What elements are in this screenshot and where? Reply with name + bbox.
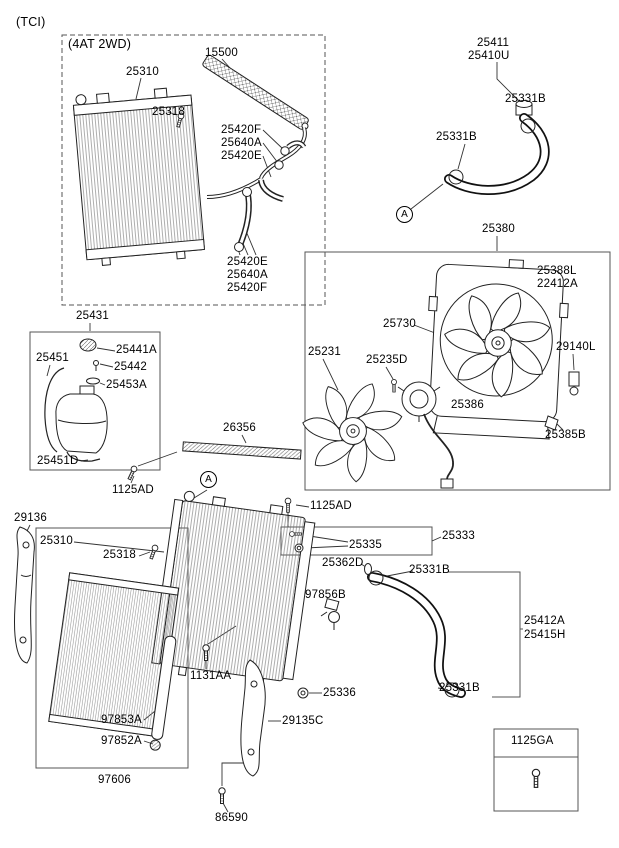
callout-a-2: A — [200, 471, 217, 488]
label-25331b-2: 25331B — [436, 131, 477, 143]
label-25380: 25380 — [482, 223, 515, 235]
callout-a-1: A — [396, 206, 413, 223]
label-25451: 25451 — [36, 352, 69, 364]
label-25640a-2: 25640A — [227, 269, 268, 281]
oil-cooler-illustration — [202, 54, 309, 179]
label-25412a: 25412A — [524, 615, 565, 627]
label-26356: 26356 — [223, 422, 256, 434]
label-25318-upper: 25318 — [152, 106, 185, 118]
label-22412a: 22412A — [537, 278, 578, 290]
label-1131aa: 1131AA — [190, 670, 232, 682]
label-25420e-2: 25420E — [227, 256, 268, 268]
label-25410u: 25410U — [468, 50, 510, 62]
cooling-fan-illustration — [301, 383, 404, 484]
clip-25362d-icon — [364, 563, 372, 575]
shroud-fan-blades — [443, 292, 552, 399]
bolt-25318-lower-icon — [147, 543, 160, 561]
label-25318-lower: 25318 — [103, 549, 136, 561]
hose-set-lower-illustration — [234, 187, 252, 252]
label-25415h: 25415H — [524, 629, 566, 641]
bolt-1125ad-left-icon — [126, 464, 139, 481]
label-25451d: 25451D — [37, 455, 79, 467]
label-25231: 25231 — [308, 346, 341, 358]
label-25442: 25442 — [114, 361, 147, 373]
engine-note-label: (TCI) — [16, 15, 46, 29]
screw-25235d-icon — [391, 379, 397, 393]
upper-hose-illustration — [444, 100, 550, 195]
label-25235d: 25235D — [366, 354, 408, 366]
lower-hose-illustration — [367, 570, 466, 698]
label-25420f-2: 25420F — [227, 282, 268, 294]
bracket-center-illustration — [240, 659, 266, 777]
label-29136: 29136 — [14, 512, 47, 524]
label-25386: 25386 — [451, 399, 484, 411]
bracket-hose-group — [448, 571, 521, 698]
reservoir-illustration — [44, 338, 108, 462]
label-25331b-1: 25331B — [505, 93, 546, 105]
label-25331b-4: 25331B — [439, 682, 480, 694]
bolt-1125ad-right-icon — [284, 497, 292, 513]
label-29140l: 29140L — [556, 341, 596, 353]
label-97856b: 97856B — [305, 589, 346, 601]
label-25431: 25431 — [76, 310, 109, 322]
label-25388l: 25388L — [537, 265, 577, 277]
condenser-illustration — [48, 572, 180, 738]
shroud-side-bracket-illustration — [568, 371, 580, 396]
label-25420e-1: 25420E — [221, 150, 262, 162]
box-reservoir — [29, 331, 161, 471]
hose-set-upper-illustration — [206, 140, 307, 202]
radiator-seal-illustration — [182, 441, 302, 460]
label-29135c: 29135C — [282, 715, 324, 727]
radiator-upper-illustration — [72, 87, 206, 266]
box-4at-2wd — [61, 34, 326, 306]
label-25385b: 25385B — [545, 429, 586, 441]
box-1125ga — [493, 728, 579, 812]
label-97853a: 97853A — [101, 714, 142, 726]
label-86590: 86590 — [215, 812, 248, 824]
bolt-86590-icon — [218, 787, 226, 804]
label-25331b-3: 25331B — [409, 564, 450, 576]
bracket-left-illustration — [14, 526, 35, 664]
fan-motor-illustration — [397, 381, 454, 489]
label-25335: 25335 — [349, 539, 382, 551]
label-25420f-1: 25420F — [221, 124, 262, 136]
label-25333: 25333 — [442, 530, 475, 542]
shroud-lower-bracket-illustration — [544, 415, 559, 431]
label-25310-lower: 25310 — [40, 535, 73, 547]
label-25640a-1: 25640A — [221, 137, 262, 149]
label-1125ga: 1125GA — [511, 735, 554, 747]
label-25730: 25730 — [383, 318, 416, 330]
label-25453a: 25453A — [106, 379, 147, 391]
grommet-25336-icon — [297, 687, 309, 699]
label-97606: 97606 — [98, 774, 131, 786]
label-25362d: 25362D — [322, 557, 364, 569]
group-label-4at-2wd: (4AT 2WD) — [68, 37, 132, 51]
label-1125ad-2: 1125AD — [310, 500, 352, 512]
bolt-1125ga-icon — [531, 768, 541, 788]
drain-oring-icon — [294, 543, 304, 553]
label-25310-upper: 25310 — [126, 66, 159, 78]
label-25441a: 25441A — [116, 344, 157, 356]
label-25336: 25336 — [323, 687, 356, 699]
thermo-valve-illustration — [320, 597, 340, 630]
label-25411: 25411 — [477, 37, 510, 49]
box-fan-assembly — [304, 251, 611, 491]
receiver-drier-illustration — [149, 635, 177, 751]
label-97852a: 97852A — [101, 735, 142, 747]
label-15500: 15500 — [205, 47, 238, 59]
label-1125ad-1: 1125AD — [112, 484, 154, 496]
